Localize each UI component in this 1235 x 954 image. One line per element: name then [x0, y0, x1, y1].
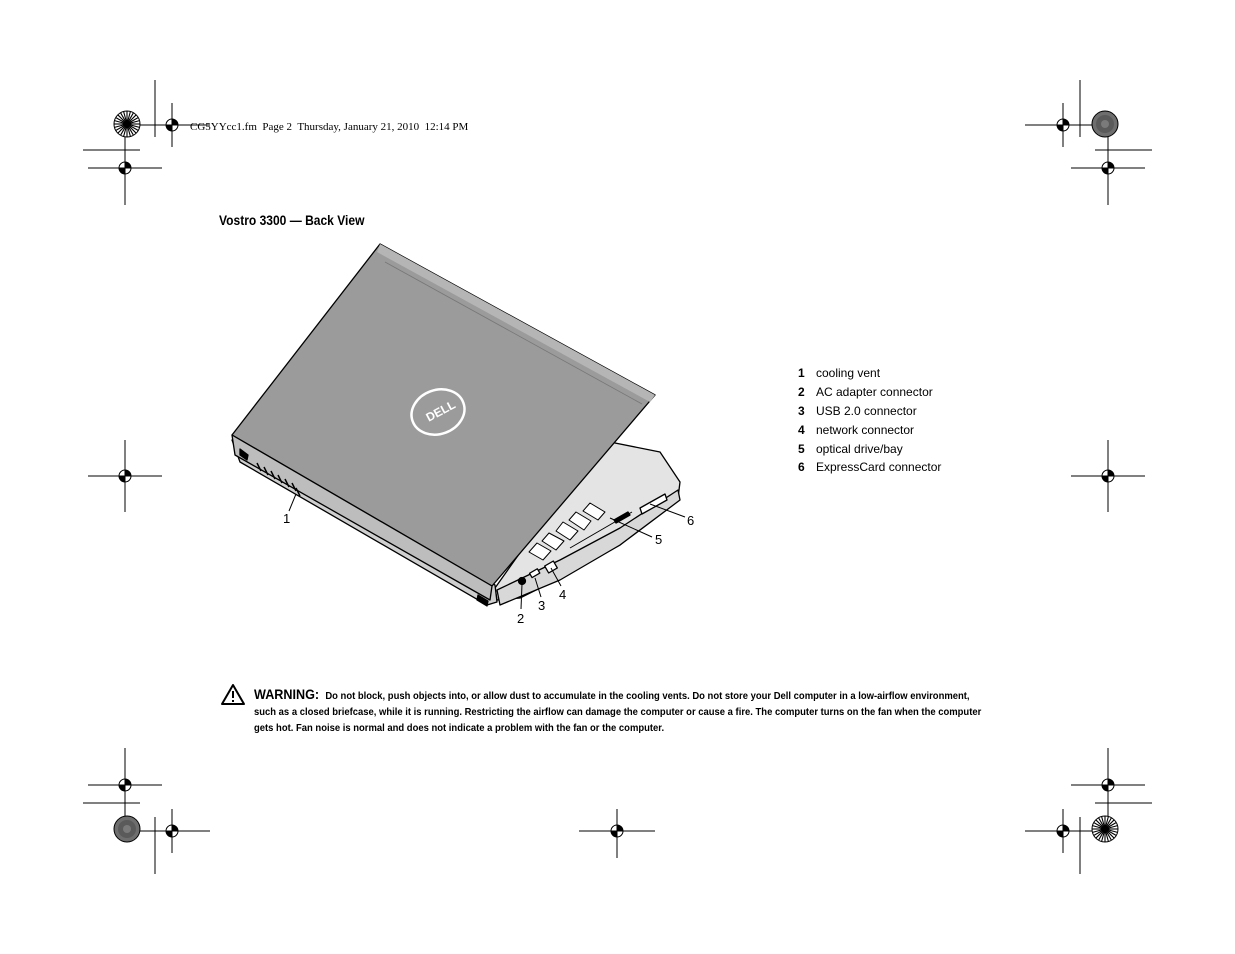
legend-label: optical drive/bay	[816, 441, 903, 456]
warning-body: WARNING: Do not block, push objects into…	[254, 686, 992, 736]
legend-row: 2 AC adapter connector	[798, 383, 941, 402]
warning-triangle-icon	[221, 684, 245, 705]
legend-row: 5 optical drive/bay	[798, 439, 941, 458]
legend-number: 2	[798, 385, 805, 400]
legend-number: 4	[798, 422, 805, 437]
legend-label: USB 2.0 connector	[816, 403, 917, 418]
legend-label: ExpressCard connector	[816, 460, 942, 475]
legend-row: 3 USB 2.0 connector	[798, 402, 941, 421]
crop-marks	[83, 80, 1152, 874]
legend-label: network connector	[816, 422, 915, 437]
laptop-illustration	[231, 243, 681, 607]
legend-number: 6	[798, 460, 805, 475]
warning-text: Do not block, push objects into, or allo…	[254, 690, 982, 734]
callout-1: 1	[283, 511, 291, 526]
star-target-icon	[1091, 815, 1119, 843]
figure-title: Vostro 3300 — Back View	[219, 212, 365, 228]
callout-2: 2	[517, 611, 525, 626]
legend-number: 5	[798, 441, 805, 456]
legend-number: 3	[798, 403, 805, 418]
callout-6: 6	[687, 513, 695, 528]
warning-label: WARNING:	[254, 686, 320, 702]
callout-3: 3	[538, 598, 546, 613]
legend-label: AC adapter connector	[816, 385, 933, 400]
gray-target-icon	[113, 815, 141, 843]
legend: 1 cooling vent 2 AC adapter connector 3 …	[798, 364, 941, 477]
legend-row: 6 ExpressCard connector	[798, 458, 941, 477]
legend-number: 1	[798, 366, 805, 381]
gray-target-icon	[1091, 110, 1119, 138]
legend-label: cooling vent	[816, 366, 881, 381]
legend-row: 1 cooling vent	[798, 364, 941, 383]
file-header: CG5YYcc1.fm Page 2 Thursday, January 21,…	[190, 121, 469, 133]
callout-leaders	[288, 493, 686, 610]
callout-5: 5	[655, 532, 663, 547]
callout-4: 4	[559, 587, 567, 602]
star-target-icon	[113, 110, 141, 138]
legend-row: 4 network connector	[798, 420, 941, 439]
